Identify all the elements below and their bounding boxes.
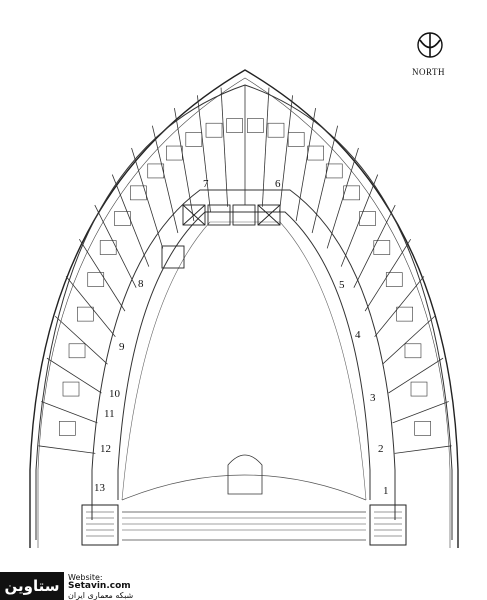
bed-furniture xyxy=(185,132,203,147)
bed-furniture xyxy=(68,343,86,359)
room-divider xyxy=(295,108,316,221)
room-divider xyxy=(78,238,126,312)
room-divider xyxy=(94,204,137,288)
room-divider xyxy=(261,87,270,207)
room-divider xyxy=(131,147,164,249)
room-divider xyxy=(388,357,444,394)
bed-furniture xyxy=(385,272,403,287)
outer-wall-inner-line xyxy=(37,77,451,548)
room-divider xyxy=(65,276,116,338)
room-divider xyxy=(151,125,179,234)
north-label: NORTH xyxy=(412,67,445,77)
bed-furniture xyxy=(343,185,360,201)
room-divider xyxy=(392,401,449,424)
bed-furniture xyxy=(287,132,305,147)
bed-furniture xyxy=(404,343,422,359)
watermark-logo: ستاوین xyxy=(0,572,64,600)
unit-number-2: 2 xyxy=(378,443,384,455)
courtyard-arc xyxy=(121,474,367,501)
corridor-inner xyxy=(117,211,371,500)
room-divider xyxy=(41,401,98,424)
room-divider xyxy=(382,315,436,365)
unit-number-9: 9 xyxy=(119,341,125,353)
room-divider xyxy=(174,108,195,221)
stair-core-right xyxy=(369,504,407,546)
unit-number-7: 7 xyxy=(203,178,209,190)
central-pavilion xyxy=(227,454,263,495)
room-divider xyxy=(54,315,108,365)
watermark-website-label: Website: xyxy=(68,573,103,582)
top-core xyxy=(182,204,281,226)
corridor-outer xyxy=(91,189,396,520)
room-divider xyxy=(394,445,452,454)
room-divider xyxy=(279,95,293,213)
room-divider xyxy=(220,87,229,207)
room-divider xyxy=(311,125,339,234)
bed-furniture xyxy=(77,306,94,322)
unit-number-12: 12 xyxy=(100,443,111,455)
unit-number-5: 5 xyxy=(339,279,345,291)
unit-number-4: 4 xyxy=(355,329,361,341)
bed-furniture xyxy=(166,145,183,161)
bed-furniture xyxy=(99,240,117,255)
room-divider xyxy=(326,147,359,249)
bed-furniture xyxy=(414,421,431,436)
bed-furniture xyxy=(373,240,391,255)
bed-furniture xyxy=(247,118,264,133)
bed-furniture xyxy=(410,381,428,397)
stair-core-left xyxy=(81,504,119,546)
bed-furniture xyxy=(130,185,147,201)
unit-number-10: 10 xyxy=(109,388,121,400)
unit-number-13: 13 xyxy=(94,482,106,494)
bed-furniture xyxy=(205,122,223,138)
watermark-tagline: شبکه معماری ایران xyxy=(68,591,134,600)
elevator-left xyxy=(161,245,185,269)
bed-furniture xyxy=(62,381,80,397)
room-divider xyxy=(38,445,96,454)
bed-furniture xyxy=(147,163,165,179)
bed-furniture xyxy=(87,272,105,287)
watermark-website: Setavin.com xyxy=(68,581,131,591)
room-divider xyxy=(374,276,425,338)
room-ring-outer xyxy=(35,84,453,540)
unit-number-8: 8 xyxy=(138,278,144,290)
north-arrow-icon xyxy=(417,32,443,58)
bed-furniture xyxy=(267,122,285,138)
bed-furniture xyxy=(359,211,376,226)
room-divider xyxy=(353,204,396,288)
room-divider xyxy=(364,238,412,312)
bed-furniture xyxy=(226,118,243,133)
room-divider xyxy=(46,357,102,394)
bed-furniture xyxy=(325,163,343,179)
watermark-text: Website: Setavin.com شبکه معماری ایران xyxy=(68,573,133,600)
bed-furniture xyxy=(396,306,413,322)
bed-furniture xyxy=(59,421,76,436)
courtyard xyxy=(121,221,367,501)
bed-furniture xyxy=(114,211,131,226)
outer-wall xyxy=(29,69,459,548)
unit-number-6: 6 xyxy=(275,178,281,190)
room-divider xyxy=(197,95,211,213)
unit-number-11: 11 xyxy=(104,408,115,420)
unit-number-3: 3 xyxy=(370,392,376,404)
unit-number-1: 1 xyxy=(383,485,389,497)
bed-furniture xyxy=(307,145,324,161)
watermark: ستاوین Website: Setavin.com شبکه معماری … xyxy=(0,568,133,600)
